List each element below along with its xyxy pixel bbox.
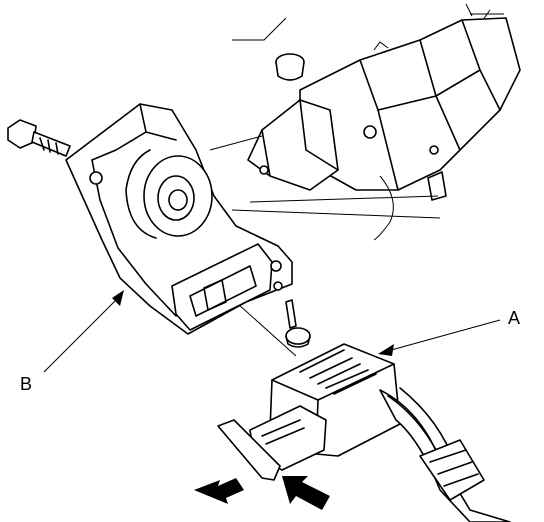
mounting-screw-lower bbox=[285, 299, 311, 348]
pull-arrow bbox=[194, 478, 244, 504]
push-arrow bbox=[282, 476, 330, 510]
ignition-switch-housing bbox=[65, 103, 293, 335]
leader-line-b bbox=[43, 295, 121, 373]
connector-lock bbox=[217, 405, 327, 481]
leader-arrowhead-a bbox=[378, 344, 394, 356]
shear-bolt-left bbox=[7, 119, 71, 157]
leader-line-a bbox=[383, 319, 501, 353]
callout-label-b: B bbox=[20, 374, 32, 394]
callout-label-a: A bbox=[508, 308, 520, 328]
steering-column bbox=[232, 3, 521, 241]
leader-arrowhead-b bbox=[112, 290, 124, 306]
guide-lines bbox=[209, 135, 441, 357]
